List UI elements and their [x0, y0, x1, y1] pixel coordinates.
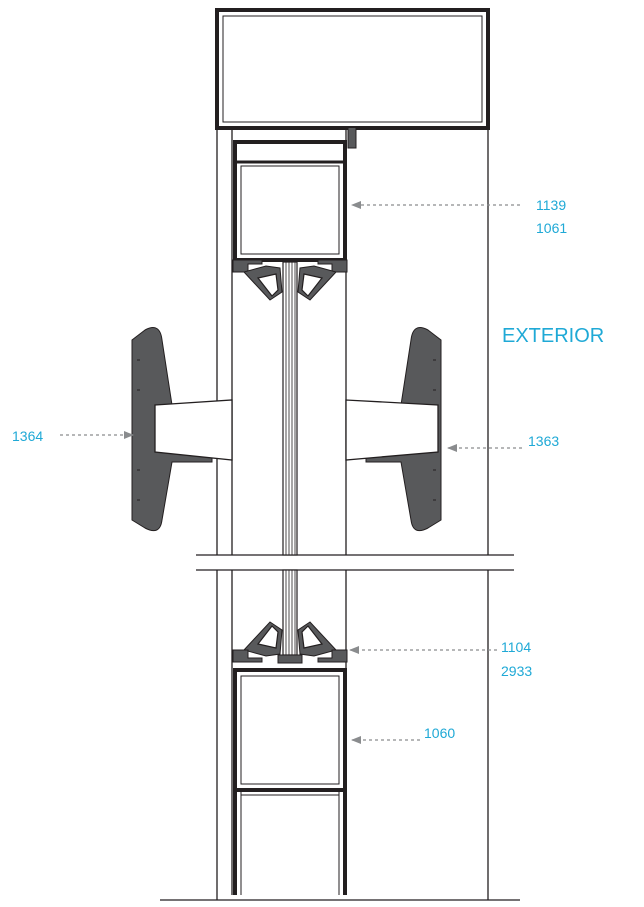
callout-1061: 1061 — [536, 220, 567, 236]
right-clamp — [345, 327, 442, 532]
upper-frame-profile — [232, 140, 348, 301]
section-break-lines — [196, 554, 514, 571]
leader-lines — [60, 201, 522, 744]
lower-frame-profile — [233, 668, 347, 895]
callout-1364: 1364 — [12, 428, 43, 444]
callout-1104: 1104 — [501, 639, 531, 655]
callout-1363: 1363 — [528, 433, 559, 449]
lower-glazing-stops — [232, 621, 348, 664]
left-clamp — [131, 327, 233, 532]
exterior-label: EXTERIOR — [502, 325, 604, 347]
callout-1139: 1139 — [536, 197, 566, 213]
glass-panel — [282, 261, 298, 656]
callout-1060: 1060 — [424, 725, 455, 741]
callout-2933: 2933 — [501, 663, 532, 679]
callout-labels: 1139 1061 1364 1363 1104 2933 1060 EXTER… — [12, 197, 604, 741]
head-tube — [215, 8, 490, 149]
